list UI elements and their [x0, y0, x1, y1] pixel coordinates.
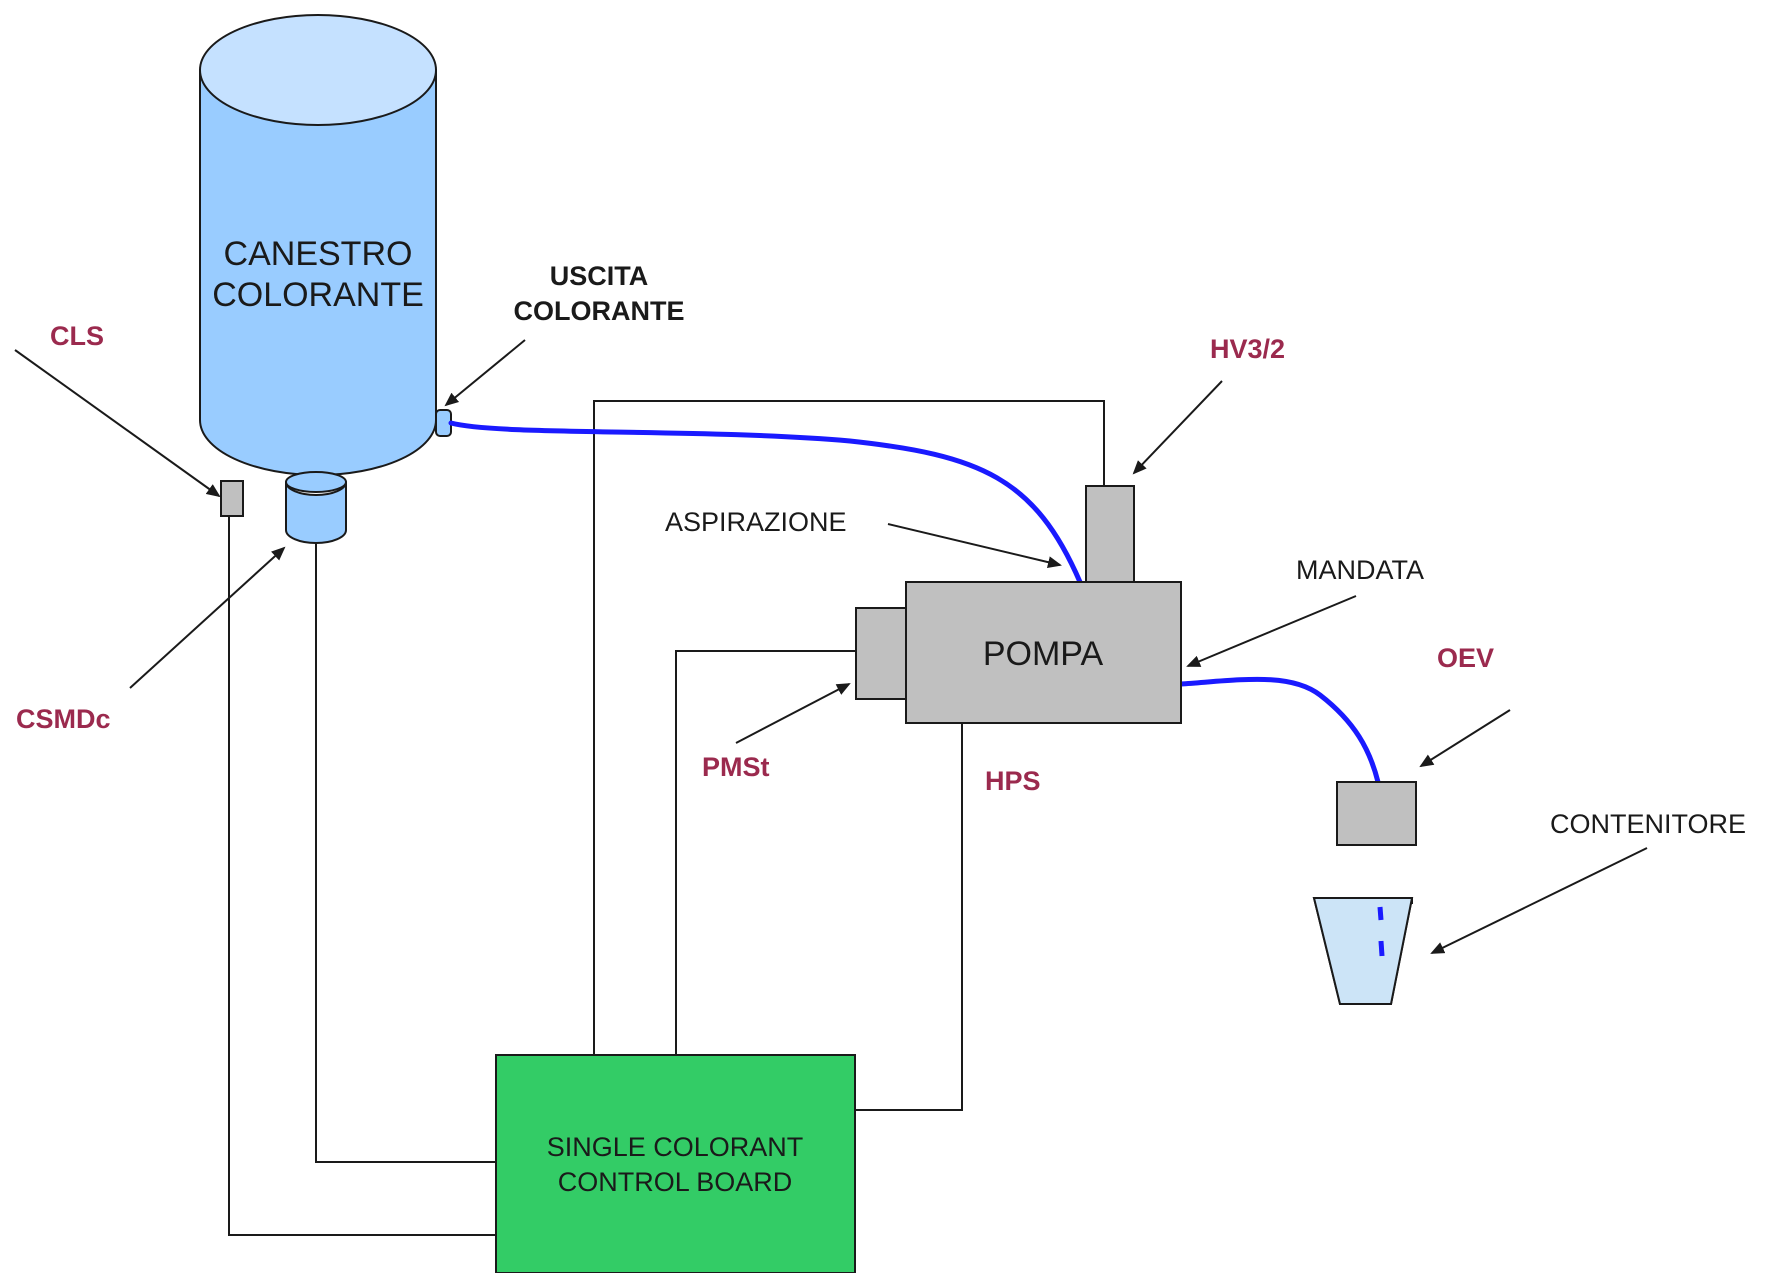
oev-valve — [1336, 781, 1417, 846]
pmst-label: PMSt — [702, 752, 770, 782]
control-board: SINGLE COLORANT CONTROL BOARD — [495, 1054, 856, 1273]
arrow-container — [1430, 847, 1648, 954]
hps-label: HPS — [985, 766, 1041, 796]
hv-label: HV3/2 — [1210, 334, 1285, 364]
outlet-label-line2: COLORANTE — [514, 296, 685, 326]
drop-2 — [1378, 940, 1385, 957]
csmdc-sensor-top — [285, 471, 347, 493]
cls-sensor — [220, 480, 244, 517]
canister-label-line1: CANESTRO — [224, 235, 413, 273]
arrows — [14, 339, 1648, 954]
control-board-box — [495, 1054, 856, 1273]
arrow-cls — [14, 349, 221, 498]
cls-label: CLS — [50, 321, 104, 351]
container-outline — [1312, 897, 1414, 1005]
suction-tube — [448, 420, 1083, 585]
board-label-line2: CONTROL BOARD — [558, 1167, 793, 1197]
wire-csmdc-to-board — [315, 544, 495, 1163]
oev-label: OEV — [1437, 643, 1494, 673]
arrow-pmst — [735, 683, 851, 744]
pump-body — [905, 581, 1182, 724]
wire-cls-to-board — [228, 514, 495, 1236]
board-label-line1: SINGLE COLORANT — [547, 1132, 804, 1162]
delivery-label: MANDATA — [1296, 555, 1424, 585]
pump: POMPA — [855, 485, 1182, 724]
drop-1 — [1377, 906, 1384, 921]
wire-hv-to-board — [593, 400, 1105, 1054]
delivery-tube — [1178, 676, 1381, 785]
aspiration-label: ASPIRAZIONE — [665, 507, 847, 537]
arrow-delivery — [1186, 595, 1357, 667]
arrow-outlet — [444, 339, 526, 407]
pump-label: POMPA — [983, 635, 1104, 673]
arrow-hv — [1132, 380, 1223, 475]
colorant-canister: CANESTRO COLORANTE — [199, 14, 437, 476]
arrow-csmdc — [129, 546, 286, 689]
hv-valve — [1085, 485, 1135, 585]
dispensing-container — [1312, 897, 1414, 1005]
csmdc-label: CSMDc — [16, 704, 111, 734]
csmdc-sensor — [285, 481, 347, 544]
container-label: CONTENITORE — [1550, 809, 1746, 839]
outlet-label-line1: USCITA — [550, 261, 649, 291]
arrow-aspiration — [887, 523, 1062, 569]
canister-top — [199, 14, 437, 126]
arrow-oev — [1419, 709, 1511, 768]
pmst-motor — [855, 607, 907, 700]
wire-hps-to-board — [855, 724, 963, 1111]
wiring — [228, 400, 1105, 1236]
wire-pmst-to-board — [675, 650, 855, 1054]
canister-label-line2: COLORANTE — [212, 276, 424, 314]
